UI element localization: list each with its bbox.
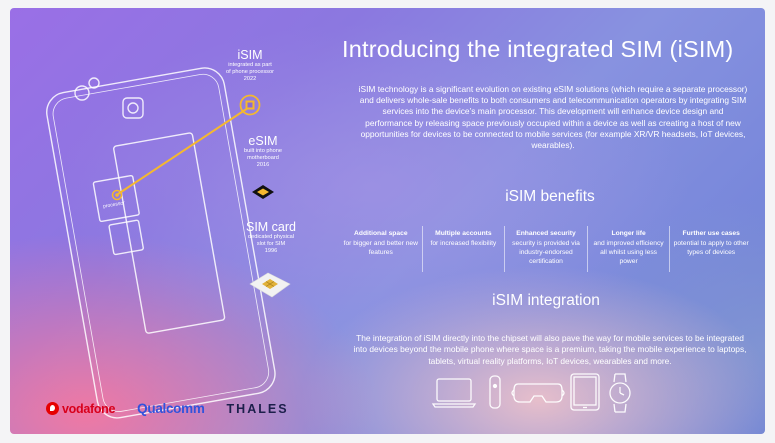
benefit-item: Enhanced security security is provided v… xyxy=(504,226,587,272)
esim-label: eSIM built into phone motherboard 2016 xyxy=(228,134,298,170)
esim-chip-icon xyxy=(252,185,274,199)
benefit-text: security is provided via industry-endors… xyxy=(512,240,580,265)
benefit-item: Multiple accounts for increased flexibil… xyxy=(421,226,505,272)
infographic-card: processor iSIM integrated as part of pho… xyxy=(10,8,765,434)
benefit-title: Enhanced security xyxy=(516,230,576,237)
qualcomm-logo: Qualcomm xyxy=(137,401,205,416)
benefit-text: and improved efficiency all whilst using… xyxy=(593,240,664,265)
sim-card-name: SIM card xyxy=(245,220,296,234)
page-title: Introducing the integrated SIM (iSIM) xyxy=(342,36,734,62)
laptop-icon xyxy=(431,378,477,408)
chip-icon xyxy=(239,94,261,116)
processor-dot xyxy=(111,189,123,201)
tablet-icon xyxy=(570,373,600,411)
esim-desc1: built into phone xyxy=(244,148,282,154)
vodafone-logo: vodafone xyxy=(46,402,115,416)
tracker-icon xyxy=(489,375,501,409)
intro-paragraph: iSIM technology is a significant evoluti… xyxy=(358,84,748,151)
isim-year: 2022 xyxy=(243,76,257,83)
vr-headset-icon xyxy=(511,383,565,403)
thales-logo: THALES xyxy=(226,401,289,416)
smartwatch-icon xyxy=(609,373,631,413)
benefit-title: Multiple accounts xyxy=(435,230,492,237)
sim-card-label: SIM card dedicated physical slot for SIM… xyxy=(236,220,306,256)
vodafone-speechmark-icon xyxy=(46,402,59,415)
integration-heading: iSIM integration xyxy=(492,292,600,309)
sim-card-icon xyxy=(249,272,291,298)
isim-desc2: of phone processor xyxy=(226,69,274,76)
benefit-item: Longer life and improved efficiency all … xyxy=(586,226,670,272)
benefit-item: Further use cases potential to apply to … xyxy=(669,226,752,272)
benefit-text: potential to apply to other types of dev… xyxy=(673,240,749,256)
sim-card-desc1: dedicated physical xyxy=(247,234,295,240)
benefit-title: Longer life xyxy=(611,230,646,237)
esim-year: 2016 xyxy=(256,162,270,169)
isim-label: iSIM integrated as part of phone process… xyxy=(215,48,285,84)
esim-desc2: motherboard xyxy=(247,155,279,162)
benefit-item: Additional space for bigger and better n… xyxy=(340,226,422,272)
benefit-text: for increased flexibility xyxy=(430,240,497,247)
sim-card-desc2: slot for SIM xyxy=(256,241,286,248)
isim-desc1: integrated as part xyxy=(228,62,272,68)
phone-illustration xyxy=(46,67,276,419)
benefit-title: Additional space xyxy=(354,230,408,237)
sim-card-year: 1996 xyxy=(264,248,278,255)
esim-name: eSIM xyxy=(248,134,278,148)
benefit-title: Further use cases xyxy=(682,230,740,237)
benefits-row: Additional space for bigger and better n… xyxy=(340,226,752,272)
vodafone-wordmark: vodafone xyxy=(62,401,116,416)
benefit-text: for bigger and better new features xyxy=(343,240,418,256)
isim-name: iSIM xyxy=(237,48,263,62)
integration-paragraph: The integration of iSIM directly into th… xyxy=(353,333,747,366)
partner-logos: vodafone Qualcomm THALES xyxy=(46,401,289,416)
benefits-heading: iSIM benefits xyxy=(505,188,595,205)
